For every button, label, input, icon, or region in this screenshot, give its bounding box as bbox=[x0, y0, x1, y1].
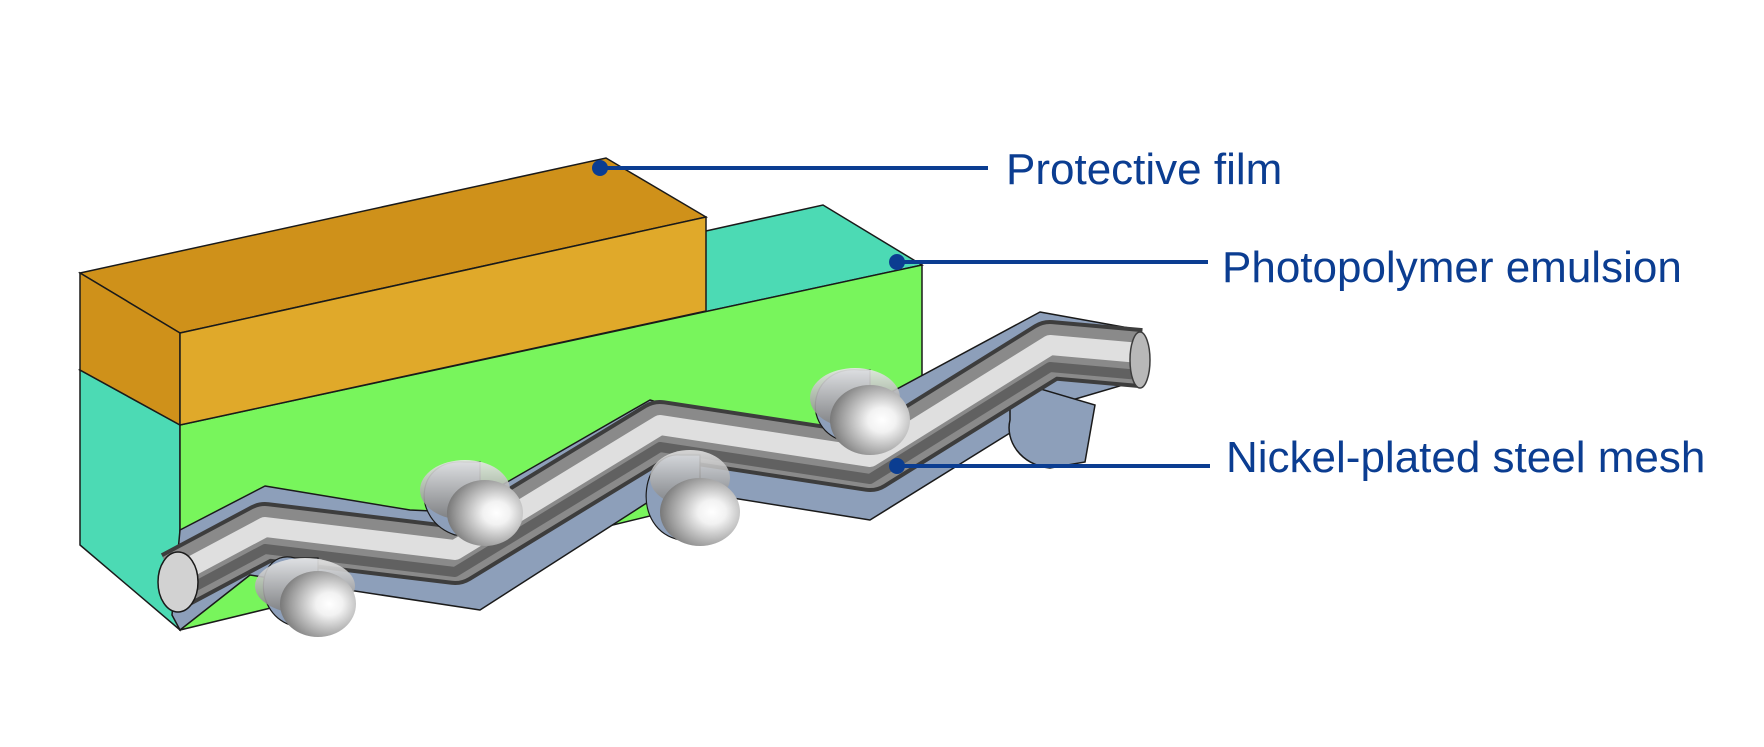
mesh-wire-right-end bbox=[1129, 331, 1151, 389]
mesh-cross-wire bbox=[420, 460, 523, 546]
callout-photopolymer-emulsion: Photopolymer emulsion bbox=[889, 243, 1682, 292]
callout-label-steel-mesh: Nickel-plated steel mesh bbox=[1226, 433, 1705, 482]
callout-steel-mesh: Nickel-plated steel mesh bbox=[889, 433, 1705, 482]
mesh-cross-wire bbox=[255, 556, 356, 637]
callout-label-protective-film: Protective film bbox=[1006, 145, 1282, 194]
mesh-cross-wire bbox=[645, 450, 740, 546]
mesh-cross-wire bbox=[810, 368, 910, 455]
callout-protective-film: Protective film bbox=[592, 145, 1282, 194]
mesh-wire-highlight bbox=[170, 335, 1141, 584]
callout-label-photopolymer-emulsion: Photopolymer emulsion bbox=[1222, 243, 1682, 292]
mesh-wire-left-end bbox=[157, 551, 199, 613]
protective-film-layer bbox=[77, 157, 709, 427]
mesh-wire-shadow bbox=[172, 362, 1141, 602]
steel-mesh bbox=[157, 311, 1151, 637]
film-front-face bbox=[179, 216, 707, 426]
